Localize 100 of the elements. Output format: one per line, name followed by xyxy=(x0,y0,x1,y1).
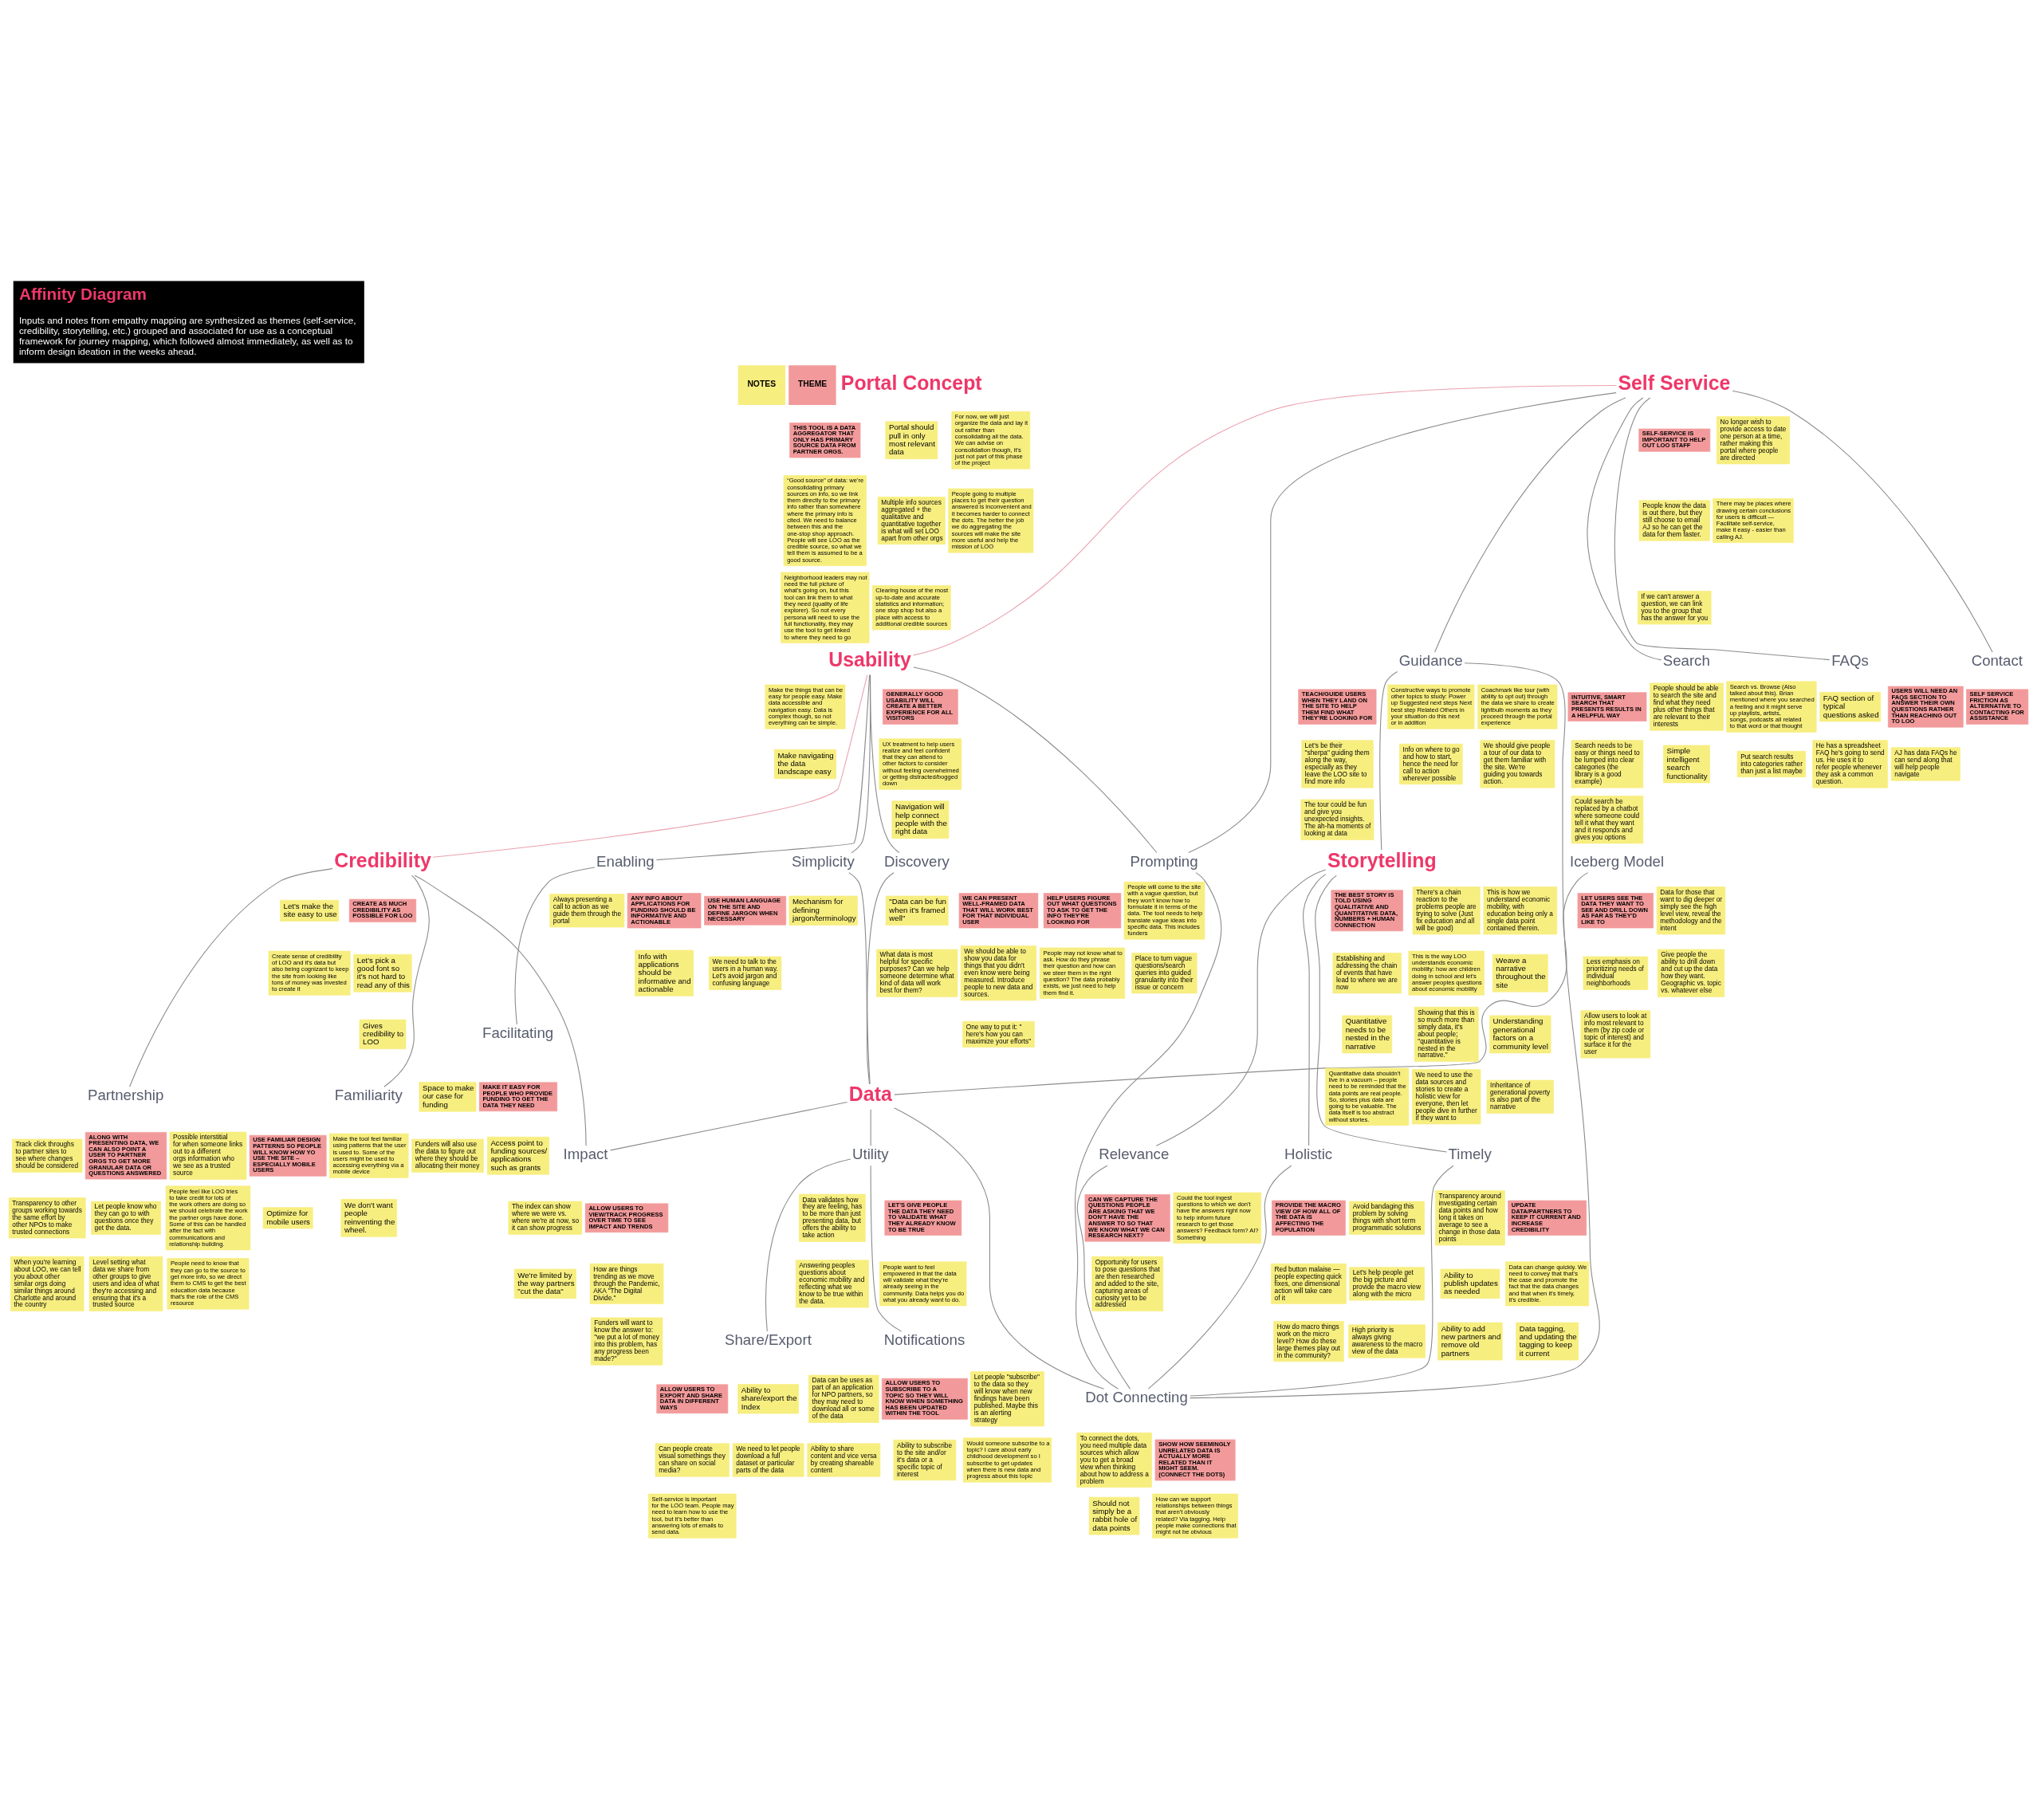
connector xyxy=(414,875,587,1146)
node-box: The tour could be fun and give you unexpected insights. The ah-ha moments of looking at data xyxy=(1300,799,1374,840)
node-box: “Good source” of data: we're consolidating primary sources on info, so we link them directly to the primary info rather than somewhere where the primary info is cited. We need to balance between this and the one-stop shop approach. People will see LOO as the credible source, so what we tell them is assumed to be a good source. xyxy=(783,474,867,566)
node-box: We're limited by the way partners "cut the data" xyxy=(513,1268,576,1299)
node-box: Info with applications should be informative and actionable xyxy=(635,949,694,996)
node-box: Put search results into categories rather than just a list maybe xyxy=(1736,750,1807,777)
node-box: Access point to funding sources/ applications such as grants xyxy=(486,1136,549,1175)
node-box: People want to feel empowered in that the data will validate what they're already seeing in the community. Data helps you do what you already want to do. xyxy=(879,1260,967,1306)
node-text: Impact xyxy=(563,1145,608,1162)
node-box: HELP USERS FIGURE OUT WHAT QUESTIONS TO ASK TO GET THE INFO THEY'RE LOOKING FOR xyxy=(1043,892,1122,928)
node-box: This is the way LOO understands economic mobility: how are children doing in school and let's answer peoples questions about economic mobility xyxy=(1408,950,1485,996)
node-box: USE FAMILIAR DESIGN PATTERNS SO PEOPLE WILL KNOW HOW YO USE THE SITE – ESPECIALLY MOBILE USERS xyxy=(249,1134,327,1177)
node-box: If we can't answer a question, we can link you to the group that has the answer for you xyxy=(1637,590,1712,624)
node-box: Self-service is important for the LOO team. People may need to learn how to use the tool, but it's better than answering lots of emails to send data. xyxy=(648,1493,737,1539)
node-box: Weave a narrative throughout the site xyxy=(1492,953,1548,993)
node-text: Partnership xyxy=(87,1086,164,1103)
node-box: Create sense of credibility of LOO and it's data but also being cognizant to keep the site from looking like tons of money was invested to create it xyxy=(268,950,351,996)
node-box: UX treatment to help users realize and feel confident that they can attend to other factors to consider without feeling overwhelmed or getting distracted/bogged down xyxy=(879,737,962,790)
node-box: Quantitative data shouldn't live in a vacuum – people need to be reminded that the data points are real people. So, stories plus data are going to be valuable. The data itself is too abstract without stories. xyxy=(1325,1067,1410,1126)
node-box: Ability to add new partners and remove old partners xyxy=(1437,1322,1503,1360)
connector xyxy=(913,384,1617,655)
legend-label: THEME xyxy=(797,379,828,388)
node-box: Place to turn vague questions/search queries into guided granularity into their issue or concern xyxy=(1131,952,1197,993)
diagram-title: Affinity Diagram xyxy=(18,284,147,303)
node-box: When you're learning about LOO, we can tell you about other similar orgs doing similar things around Charlotte and around the country xyxy=(10,1256,85,1311)
connector xyxy=(1587,397,1662,660)
node-text: Timely xyxy=(1448,1145,1492,1162)
connector xyxy=(1732,390,1993,652)
node-box: We need to use the data sources and stories to create a holistic view for everyone, then let people dive in further if they want to xyxy=(1412,1068,1481,1124)
node-box: SELF-SERVICE IS IMPORTANT TO HELP OUT LOO STAFF xyxy=(1638,428,1711,452)
node-text: Dot Connecting xyxy=(1085,1388,1188,1405)
connector xyxy=(655,674,871,860)
node-box: People may not know what to ask. How do they phrase their question and how can we steer them in the right question? The data probably exists, we just need to help them find it. xyxy=(1039,947,1126,999)
node-text: Self Service xyxy=(1618,371,1731,394)
node-text: FAQs xyxy=(1831,651,1869,669)
node-box: How are things trending as we move through the Pandemic, AKA "The Digital Divide." xyxy=(589,1263,664,1304)
node-box: LET'S GIVE PEOPLE THE DATA THEY NEED TO VALIDATE WHAT THEY ALREADY KNOW TO BE TRUE xyxy=(884,1200,962,1236)
node-box: People should be able to search the site and find what they need plus other things that are relevant to their interests xyxy=(1650,682,1724,731)
node-box: Simple intelligent search functionality xyxy=(1663,745,1710,783)
connector xyxy=(1076,1165,1131,1390)
node-box: Avoid bandaging this problem by solving things with short term programmatic solutions xyxy=(1349,1201,1425,1235)
node-box: Always presenting a call to action as we guide them through the portal xyxy=(549,893,625,927)
node-text: Credibility xyxy=(334,848,431,871)
connector xyxy=(1434,397,1626,653)
connector xyxy=(1379,670,1398,851)
node-box: Let's make the site easy to use xyxy=(280,899,340,922)
node-box: What data is most helpful for specific purposes? Can we help someone determine what kind of data will work best for them? xyxy=(876,949,958,997)
node-box: To connect the dots, you need multiple data sources which allow you to get a broad view when thinking about how to address a problem xyxy=(1076,1432,1152,1488)
node-box: Track click throughs to partner sites to see where changes should be considered xyxy=(12,1138,83,1173)
node-box: Give people the ability to drill down and cut up the data how they want. Geographic vs. topic vs. whatever else xyxy=(1657,949,1725,997)
node-text: Facilitating xyxy=(482,1024,554,1041)
node-text: Relevance xyxy=(1099,1145,1170,1162)
connector xyxy=(1075,871,1222,1390)
connector xyxy=(1190,662,1600,1398)
node-box: Info on where to go and how to start, hence the need for call to action wherever possible xyxy=(1399,743,1463,784)
connector xyxy=(870,1165,903,1332)
node-text: Simplicity xyxy=(792,852,855,870)
node-text: Notifications xyxy=(883,1331,965,1348)
node-box: Let people "subscribe" to the data so they will know when new findings have been published. Maybe this is an alerting strategy xyxy=(970,1370,1044,1426)
node-box: How can we support relationships between things that aren't obviously related? Via tagging. Help people make connections that might not be obvious xyxy=(1152,1493,1239,1539)
node-box: There's a chain reaction to the problems people are trying to solve (Just fix education and all will be good) xyxy=(1412,886,1481,934)
connector xyxy=(870,1108,871,1146)
node-box: ALLOW USERS TO EXPORT AND SHARE DATA IN DIFFERENT WAYS xyxy=(656,1384,729,1413)
node-text: Iceberg Model xyxy=(1569,852,1665,870)
connector xyxy=(514,866,596,1024)
node-box: The index can show where we were vs. where we're at now, so it can show progress xyxy=(508,1201,583,1235)
node-box: Funders will want to know the answer to: "we put a lot of money into this problem, has any progress been made?" xyxy=(590,1317,663,1366)
connector xyxy=(1614,397,1831,660)
node-box: People know the data is out there, but they still choose to email AJ so he can get the data for them faster. xyxy=(1638,500,1710,541)
node-box: USERS WILL NEED AN FAQS SECTION TO ANSWER THEIR OWN QUESTIONS RATHER THAN REACHING OUT TO LOO xyxy=(1888,686,1964,728)
node-text: Utility xyxy=(852,1145,889,1162)
node-box: Ability to subscribe to the site and/or it's data or a specific topic of interest xyxy=(893,1439,957,1480)
node-text: Data xyxy=(848,1082,892,1105)
node-text: Storytelling xyxy=(1327,848,1437,871)
node-box: Search vs. Browse (Also talked about this). Brian mentioned where you searched a feeling and it might serve up playlists, artists, songs, podcasts all related to that word or that thought xyxy=(1726,681,1817,733)
node-box: Let's pick a good font so it's not hard to read any of this xyxy=(353,953,412,993)
node-box: Neighborhood leaders may not need the full picture of what's going on, but this tool can link them to what they need (quality of life explorer). So not every persona will need to use the full functionality, they may use the tool to get linked to where they need to go xyxy=(781,572,870,643)
node-box: PROVIDE THE MACRO VIEW OF HOW ALL OF THE DATA IS AFFECTING THE POPULATION xyxy=(1272,1200,1346,1236)
node-box: Inheritance of generational poverty is also part of the narrative xyxy=(1486,1079,1554,1114)
node-box: Opportunity for users to pose questions that are then researched and added to the site, capturing areas of curiosity yet to be addressed xyxy=(1091,1256,1164,1311)
node-box: One way to put it: " here's how you can maximize your efforts" xyxy=(962,1020,1035,1048)
node-box: Ability to publish updates as needed xyxy=(1440,1268,1500,1299)
node-box: WE CAN PRESENT WELL-FRAMED DATA THAT WILL WORK BEST FOR THAT INDIVIDUAL USER xyxy=(958,892,1039,928)
node-box: Could the tool ingest questions to which we don't have the answers right now to help inform future research to get those answers? Feedback form? AI? Something xyxy=(1173,1192,1262,1244)
connector xyxy=(867,871,895,1084)
node-box: Data can change quickly. We need to convey that that's the case and promote the fact that the data changes and that when it's timely, it's credible. xyxy=(1505,1260,1590,1306)
connector xyxy=(869,674,900,853)
node-box: Understanding generational factors on a community level xyxy=(1489,1015,1551,1053)
connector xyxy=(1147,1165,1292,1390)
node-box: We should give people a tour of our data to get them familiar with the site. We're guiding you towards action. xyxy=(1480,739,1555,788)
node-box: Red button malaise — people expecting quick fixes, one dimensional action will take care of it xyxy=(1271,1263,1347,1304)
node-box: Make the tool feel familiar using patterns that the user is used to. Some of the users might be used to accessing everything via a mobile device xyxy=(328,1133,409,1178)
node-box: CAN WE CAPTURE THE QUESTIONS PEOPLE ARE ASKING THAT WE DON'T HAVE THE ANSWER TO SO THAT WE KNOW WHAT WE CAN RESEARCH NEXT? xyxy=(1084,1193,1170,1242)
node-box: He has a spreadsheet FAQ he's going to send us. He uses it to refer people whenever they ask a common question. xyxy=(1812,739,1888,788)
node-box: There may be places where drawing certain conclusions for users is difficult — Facilitate self-service, make it easy - easier than calling AJ. xyxy=(1713,497,1794,543)
node-text: Discovery xyxy=(884,852,950,870)
node-box: Let's be their "sherpa" guiding them along the way, especially as they leave the LOO site to find more info xyxy=(1301,739,1374,788)
node-box: Navigation will help connect people with the right data xyxy=(891,800,950,839)
node-box: THIS TOOL IS A DATA AGGREGATOR THAT ONLY HAS PRIMARY SOURCE DATA FROM PARTNER ORGS. xyxy=(789,422,861,458)
node-box: People feel like LOO tries to take credit for lots of the work others are doing so we should celebrate the work the partner orgs have done. Some of this can be handled after the fact with communications and relationship building. xyxy=(165,1185,251,1250)
